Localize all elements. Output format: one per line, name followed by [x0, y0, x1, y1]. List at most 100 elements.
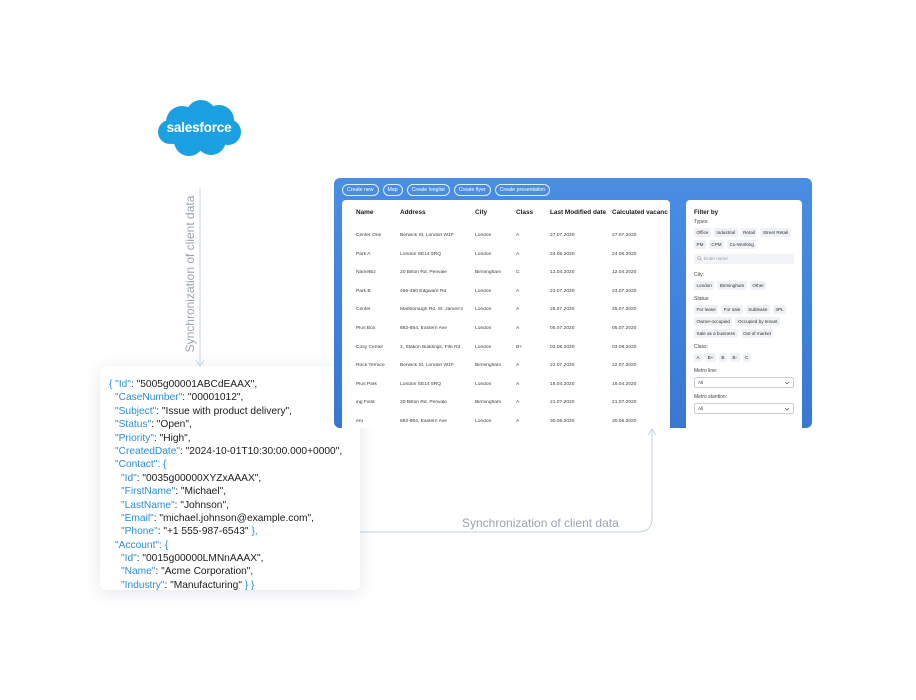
- cell-city: London: [475, 251, 492, 257]
- chevron-down-icon: [784, 381, 790, 385]
- metro-station-select[interactable]: All: [694, 403, 794, 414]
- cell-address: 2, Station Buildings, Fife Rd: [400, 344, 461, 350]
- json-key: "CaseNumber": [115, 392, 183, 404]
- cell-name: Park B: [356, 288, 371, 294]
- create-flyer-button[interactable]: Create flyer: [453, 184, 491, 196]
- cell-address: 466-490 Edgware Rd: [400, 288, 447, 294]
- status-chip[interactable]: For sale: [721, 305, 743, 314]
- json-value: : "High",: [153, 432, 191, 444]
- map-button[interactable]: Map: [382, 184, 403, 196]
- header-class[interactable]: Class: [516, 209, 534, 216]
- cell-city: London: [475, 326, 492, 331]
- city-chip[interactable]: Birmingham: [717, 281, 747, 290]
- metro-station-value: All: [698, 406, 704, 411]
- status-chip[interactable]: Owner-occupied: [694, 317, 733, 326]
- json-line: "Phone": "+1 555-987-6543" },: [109, 525, 360, 538]
- json-key: },: [248, 526, 258, 538]
- json-line: { "Id": "5005g00001ABCdEAAX",: [109, 378, 360, 391]
- name-search-input[interactable]: Enter name: [694, 254, 794, 264]
- class-chip[interactable]: C: [742, 353, 751, 362]
- cell-class: A: [516, 233, 520, 238]
- json-value: : "Michael",: [175, 486, 227, 498]
- cell-name: Cosy Center: [356, 344, 384, 350]
- type-chip[interactable]: PM: [694, 240, 706, 249]
- json-line: "CreatedDate": "2024-10-01T10:30:00.000+…: [109, 445, 360, 458]
- search-icon: [697, 256, 702, 261]
- json-line: "Industry": "Manufacturing" } }: [109, 579, 360, 592]
- json-line: "Id": "0015g00000LMNnAAAX",: [109, 552, 360, 565]
- cloud-icon: [158, 100, 241, 156]
- class-chip[interactable]: B: [718, 353, 727, 362]
- cell-class: A: [516, 363, 520, 369]
- type-chip[interactable]: Industrial: [713, 228, 738, 237]
- metro-line-select[interactable]: All: [694, 377, 794, 388]
- json-key: "Id": [121, 553, 137, 565]
- status-chip[interactable]: Sublease: [745, 305, 770, 314]
- cell-modified: 21.07.2020: [550, 400, 575, 406]
- create-new-button[interactable]: Create new: [342, 184, 379, 196]
- type-chip[interactable]: Office: [694, 228, 711, 237]
- status-chip[interactable]: Out of market: [740, 329, 774, 338]
- json-line: "FirstName": "Michael",: [109, 485, 360, 498]
- cell-class: A: [516, 326, 520, 331]
- cell-address: London SE14 5RQ: [400, 381, 442, 387]
- cell-modified: 12.04.2020: [550, 270, 575, 276]
- cell-address: London SE14 5RQ: [400, 251, 442, 257]
- class-chip[interactable]: B-: [729, 353, 740, 362]
- type-chip[interactable]: Street Retail: [760, 228, 791, 237]
- sync-label-vertical: Synchronization of client data: [183, 195, 197, 353]
- status-chip[interactable]: Occupied by tenant: [735, 317, 781, 326]
- cell-address: 20 Bilton Rd, Perivale: [400, 270, 448, 276]
- type-chip[interactable]: Co-Working: [727, 240, 757, 249]
- status-chip[interactable]: 3PL: [772, 305, 787, 314]
- create-longlist-button[interactable]: Create longlist: [406, 184, 450, 196]
- table-row[interactable]: Cosy Center 2, Station Buildings, Fife Rd…: [342, 345, 670, 355]
- json-value: : "Issue with product delivery",: [156, 405, 292, 417]
- json-key: "Account": {: [115, 539, 169, 551]
- json-key: {: [109, 379, 116, 390]
- status-chip[interactable]: For lease: [694, 305, 719, 314]
- json-line: "Name": "Acme Corporation",: [109, 565, 360, 578]
- cell-modified: 22.07.2020: [550, 363, 575, 369]
- chevron-down-icon: [784, 407, 790, 411]
- filter-title: Filter by: [694, 209, 719, 216]
- header-address[interactable]: Address: [400, 209, 426, 216]
- cell-name: NameBiz: [356, 270, 376, 276]
- type-chip[interactable]: CPM: [708, 240, 725, 249]
- class-chip[interactable]: B+: [705, 353, 716, 362]
- salesforce-wordmark: salesforce: [166, 120, 232, 135]
- city-chip[interactable]: London: [694, 281, 715, 290]
- cell-name: Plus Park: [356, 381, 377, 387]
- cell-class: A: [516, 381, 520, 387]
- header-vacancy[interactable]: Calculated vacancy: [612, 209, 668, 216]
- cell-city: London: [475, 344, 492, 350]
- class-chip[interactable]: A: [694, 353, 703, 362]
- json-record-card: { "Id": "5005g00001ABCdEAAX","CaseNumber…: [100, 366, 360, 592]
- status-chip[interactable]: Sale as a business: [694, 329, 738, 338]
- city-chip[interactable]: Other: [749, 281, 767, 290]
- type-chip[interactable]: Retail: [740, 228, 758, 237]
- json-value: : "Johnson",: [174, 499, 229, 511]
- header-name[interactable]: Name: [356, 209, 374, 216]
- create-presentation-button[interactable]: Create presentation: [494, 184, 551, 196]
- header-last-modified[interactable]: Last Modified date: [550, 209, 607, 216]
- json-key: "Contact": {: [115, 459, 167, 471]
- sync-label-horizontal: Synchronization of client data: [462, 516, 619, 530]
- cell-address: 882-884, Eastern Ave: [400, 326, 447, 331]
- json-key: "Industry": [121, 579, 165, 591]
- header-city[interactable]: City: [475, 209, 488, 216]
